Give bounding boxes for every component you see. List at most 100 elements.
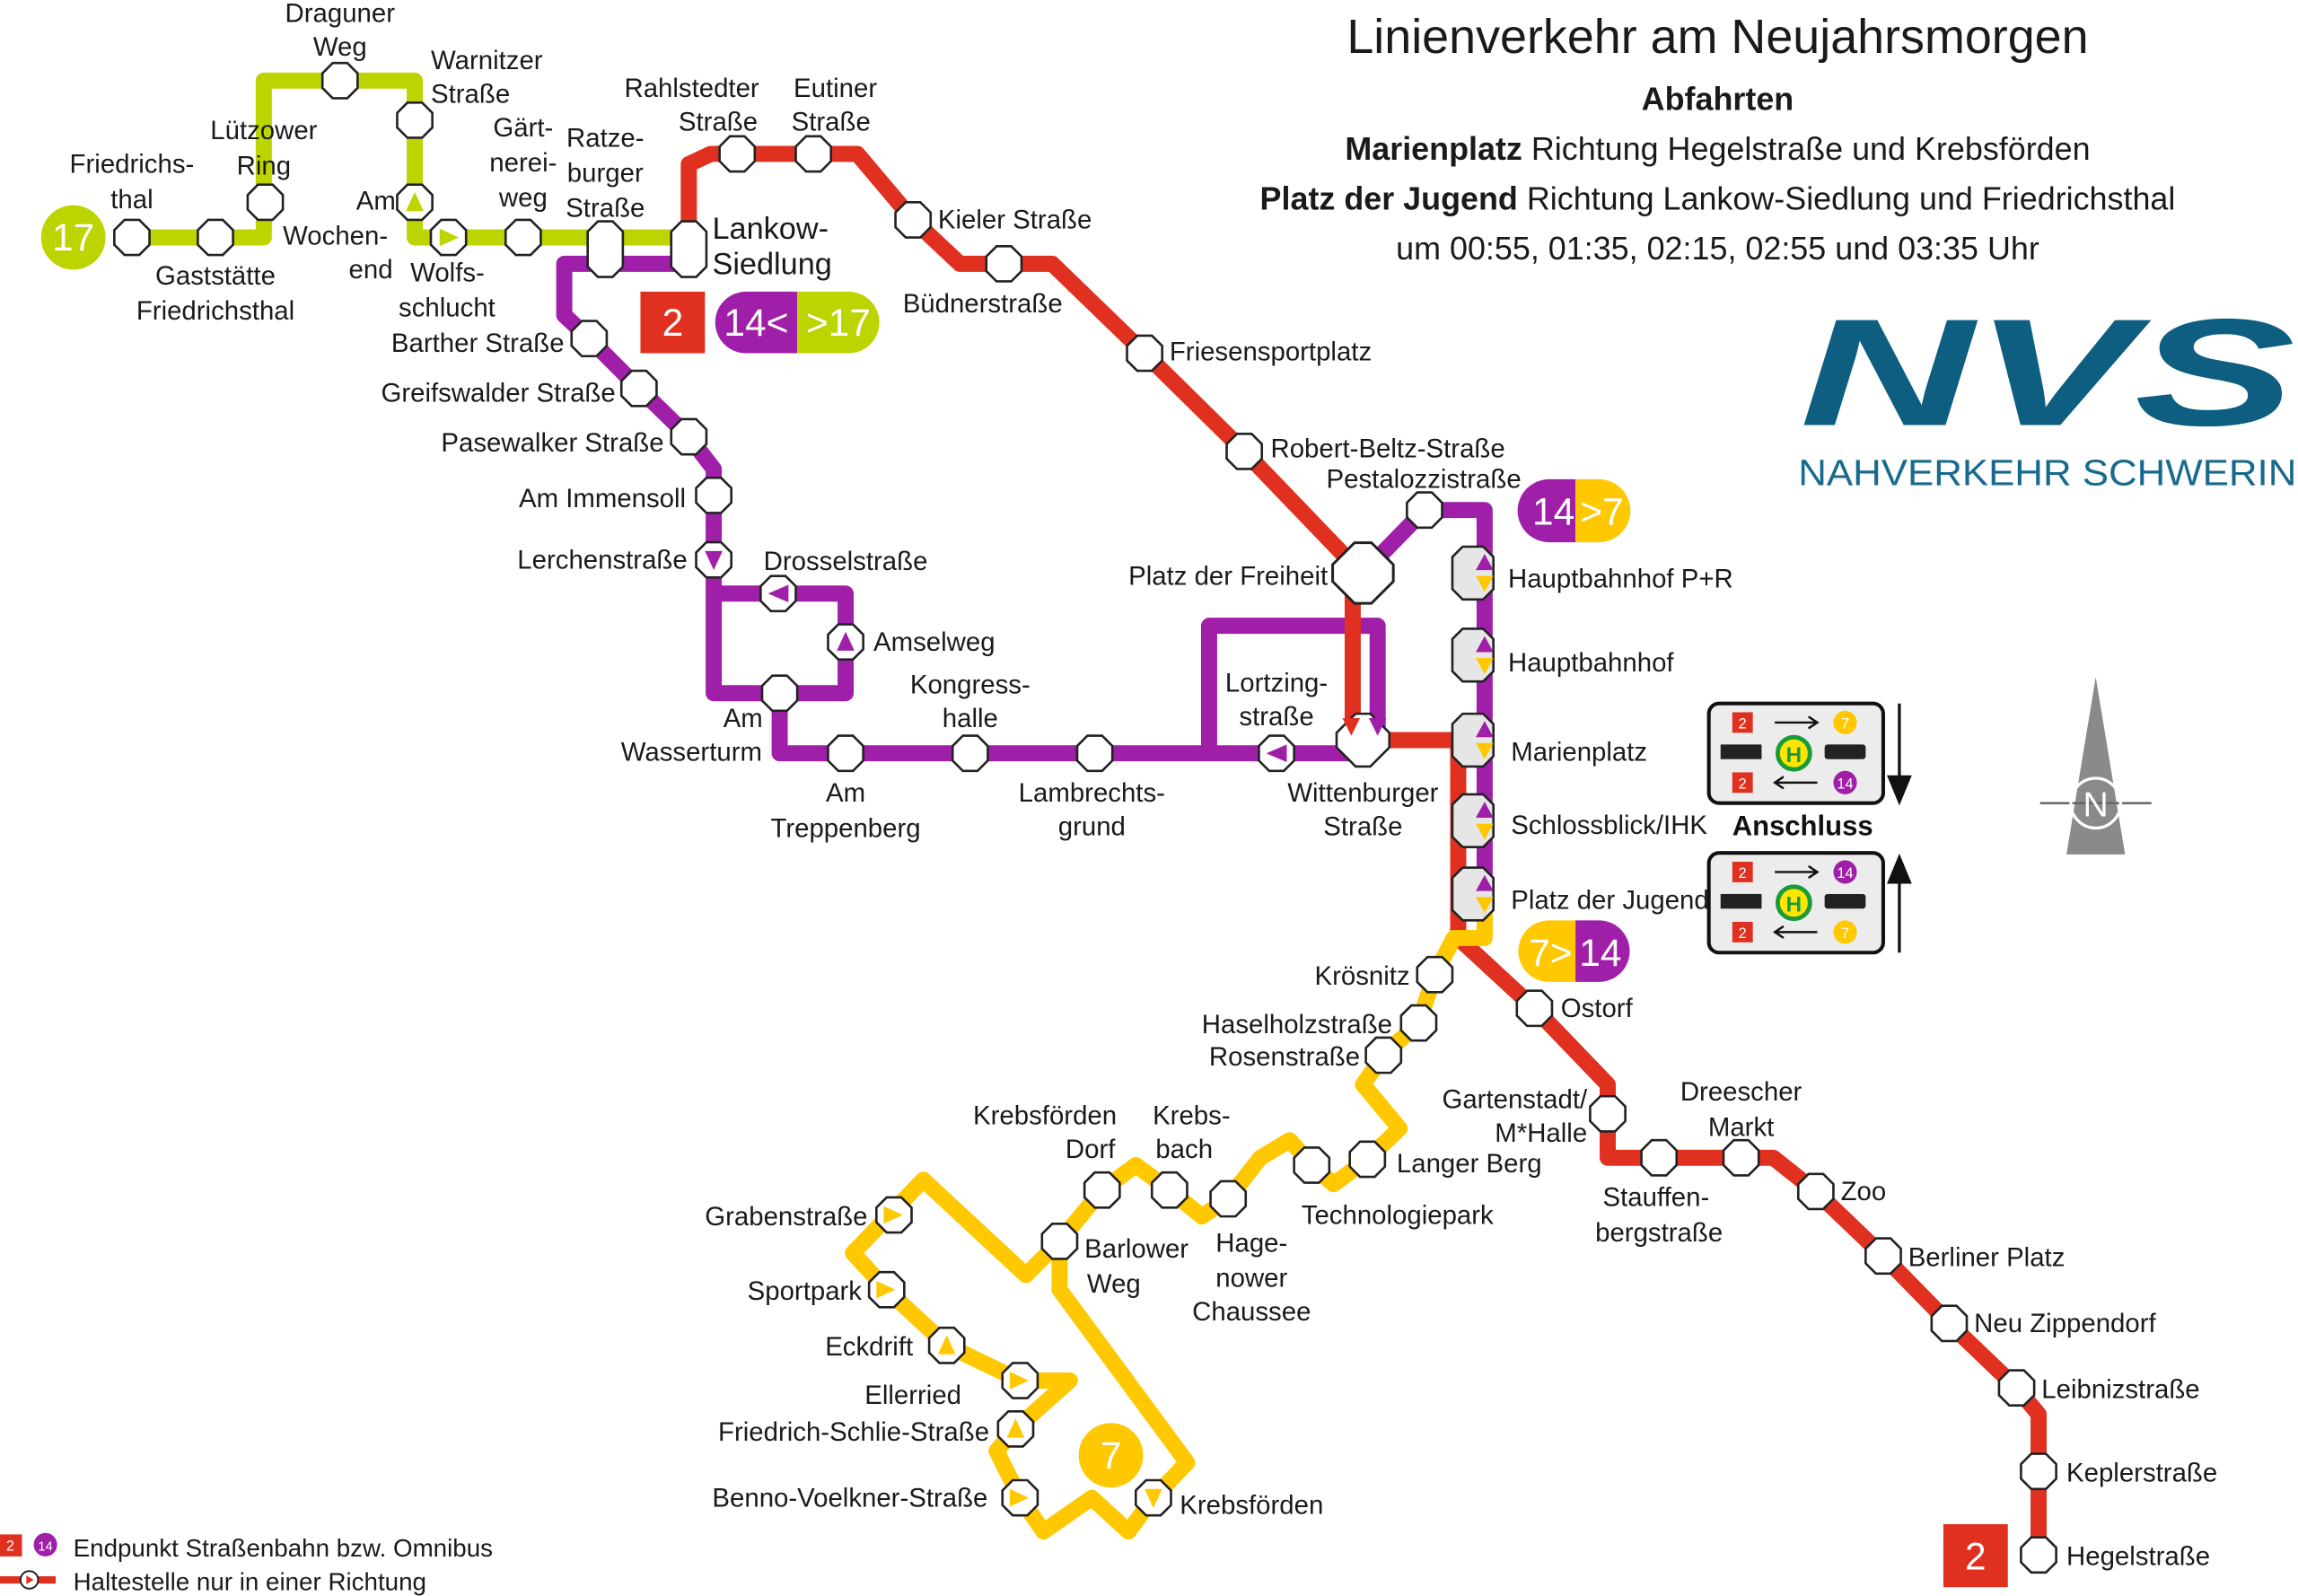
bus-icon [1824,893,1866,909]
station-marker[interactable] [1209,1179,1248,1218]
station-marker[interactable] [1640,1138,1679,1177]
connection-box-northbound: 2 14 H 2 7 [1706,851,1912,955]
station-marker[interactable] [1451,627,1495,683]
tram-badge: 2 [1739,865,1747,881]
legend-endpoint-label: Endpunkt Straßenbahn bzw. Omnibus [74,1534,493,1562]
station-marker[interactable] [1348,1140,1387,1179]
station-marker[interactable] [396,101,434,139]
station-label: Neu Zippendorf [1974,1309,2156,1338]
station-marker[interactable] [760,674,799,713]
station-marker[interactable] [1515,989,1554,1028]
station-marker[interactable] [670,220,708,278]
departure-line-1: Marienplatz Richtung Hegelstraße und Kre… [1345,130,2090,167]
departure-times: um 00:55, 01:35, 02:15, 02:55 und 03:35 … [1396,230,2039,267]
station-marker[interactable] [1796,1172,1835,1211]
station-label: Platz der Freiheit [1128,561,1328,591]
line-7-badge[interactable] [1575,478,1631,543]
station-label: weg [498,183,548,213]
header: Linienverkehr am Neujahrsmorgen Abfahrte… [1260,10,2176,267]
line-17-badge[interactable] [797,291,880,354]
station-marker[interactable] [1997,1369,2036,1407]
arrow-up-icon [1887,853,1912,953]
station-marker[interactable] [1293,1146,1331,1184]
station-label: Wochen- [283,222,388,251]
station-marker[interactable] [1722,1138,1760,1177]
bus-stop-icon [1775,734,1812,772]
station-marker[interactable] [1930,1304,1969,1343]
station-marker[interactable] [2020,1452,2057,1491]
station-marker[interactable] [1126,334,1163,373]
station-marker[interactable] [1040,1222,1079,1260]
station-marker[interactable] [2020,1536,2057,1574]
route-line-14-east [1356,502,1493,909]
line-7-badge[interactable] [1518,920,1576,982]
stop-letter: H [1786,893,1802,917]
line-badges: 17 2 14< >17 14 >7 7> 14 7 2 [40,205,2008,1588]
station-marker[interactable] [1864,1237,1902,1276]
line-14-badge[interactable] [1517,478,1576,543]
station-marker[interactable] [1150,1171,1188,1209]
station-marker[interactable] [1225,432,1264,470]
station-marker[interactable] [246,183,285,222]
station-marker[interactable] [1589,1094,1627,1133]
line-14-badge[interactable] [715,291,798,354]
station-marker[interactable] [794,135,833,173]
badge-label: >7 [1580,491,1623,533]
station-label: Hauptbahnhof P+R [1508,565,1733,594]
station-marker[interactable] [570,320,609,358]
station-marker[interactable] [1075,734,1114,773]
station-marker[interactable] [1083,1171,1121,1209]
station-label: schlucht [399,294,496,323]
station-marker[interactable] [113,218,151,257]
bus-badge: 14 [1837,865,1853,881]
station-label: grund [1058,812,1126,842]
station-marker[interactable] [197,218,234,257]
line-17-badge[interactable] [40,205,106,270]
line-2-badge[interactable] [1943,1523,2008,1588]
station-label: Weg [313,32,367,62]
station-marker[interactable] [985,244,1023,283]
direction-arrow-icon [1006,1418,1025,1438]
station-marker[interactable] [894,201,933,239]
page-title: Linienverkehr am Neujahrsmorgen [1346,10,2088,64]
station-marker[interactable] [1451,712,1495,768]
station-label: Wasserturm [621,737,762,767]
station-label: burger [567,158,644,188]
station-marker[interactable] [827,734,864,773]
station-label: Gärt- [493,113,553,143]
station-marker[interactable] [504,218,542,257]
station-marker[interactable] [1416,955,1454,994]
line-2-badge[interactable] [640,291,706,354]
station-marker[interactable] [1406,491,1443,530]
station-label: Warnitzer [431,46,543,75]
station-label: Barther Straße [391,329,565,358]
station-marker[interactable] [1364,1036,1403,1074]
station-marker[interactable] [670,417,708,456]
legend-bus-badge: 14 [38,1539,52,1554]
line-2-badge-label: 2 [1965,1536,1987,1578]
direction-arrow-icon [883,1206,903,1224]
station-marker[interactable] [695,476,732,514]
station-marker[interactable] [718,135,757,173]
station-marker[interactable] [1451,545,1495,601]
line-14-badge[interactable] [1575,920,1630,982]
station-label: Markt [1708,1112,1774,1142]
station-marker[interactable] [1451,866,1495,922]
station-label: Dorf [1066,1135,1116,1164]
station-marker[interactable] [1451,793,1495,848]
tram-badge: 2 [1739,776,1747,792]
station-label: Straße [679,107,758,136]
subtitle: Abfahrten [1642,80,1794,117]
line-2-badge-label: 2 [662,302,684,344]
station-marker[interactable] [320,61,359,100]
station-marker[interactable] [951,734,989,773]
station-marker[interactable] [586,220,625,278]
station-label: Dreescher [1680,1077,1802,1107]
station-marker[interactable] [1399,1004,1438,1042]
bus-badge: 7 [1841,925,1849,942]
line-7-badge[interactable] [1078,1423,1144,1488]
station-label: Büdnerstraße [903,289,1063,319]
station-marker[interactable] [619,369,658,408]
station-label: Lerchenstraße [517,545,687,574]
connection-box-southbound: 2 7 H 2 14 [1706,701,1912,806]
